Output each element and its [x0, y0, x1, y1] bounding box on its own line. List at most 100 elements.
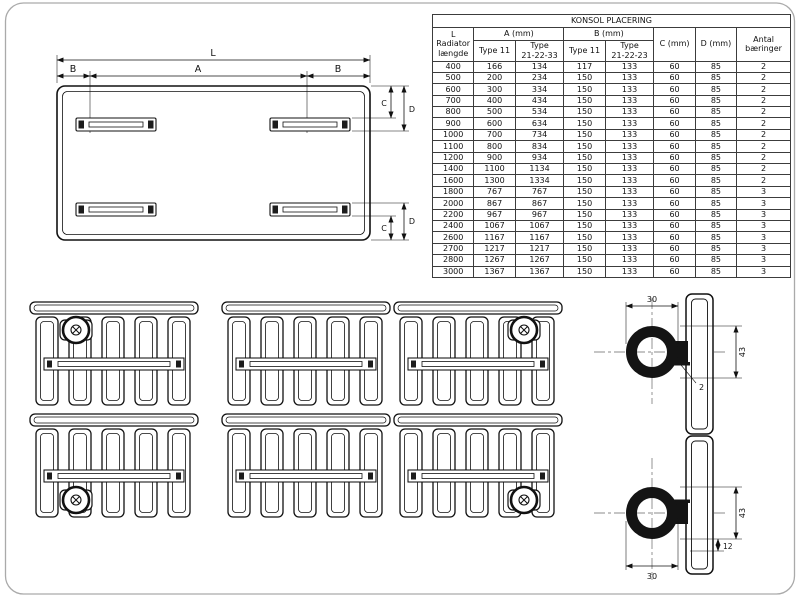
table-cell: 2200: [431, 208, 475, 221]
table-cell: 85: [694, 242, 738, 256]
wall-clip-bottom-right: [506, 485, 542, 515]
table-cell: 2600: [431, 231, 475, 244]
clamp-ring: [626, 487, 678, 539]
table-cell: 150: [563, 151, 606, 165]
table-cell: 150: [563, 219, 606, 233]
table-cell: 2700: [431, 242, 475, 256]
table-cell: 85: [694, 174, 738, 187]
table-cell: 133: [604, 151, 655, 165]
table-cell: 300: [473, 83, 516, 96]
col-header-b-type-21-22-23: Type 21-22-23: [604, 40, 655, 62]
table-cell: 133: [604, 128, 655, 142]
table-cell: 1300: [473, 174, 516, 187]
table-cell: 1167: [514, 231, 565, 244]
leader-line-lip: [680, 364, 697, 384]
table-cell: 85: [694, 265, 738, 278]
centerlines: [594, 458, 728, 580]
table-cell: 133: [604, 197, 655, 210]
table-cell: 1067: [514, 219, 565, 233]
table-cell: 534: [514, 106, 565, 119]
table-cell: 3: [736, 185, 791, 199]
table-cell: 400: [431, 60, 475, 73]
radiator-section-left: [30, 302, 198, 517]
col-group-a-mm: A (mm): [473, 27, 565, 41]
table-cell: 3: [736, 265, 791, 278]
table-cell: 133: [604, 185, 655, 199]
table-cell: 60: [653, 162, 696, 176]
centerlines: [594, 298, 728, 404]
col-header-a-type-11: Type 11: [473, 40, 516, 62]
table-cell: 1400: [431, 162, 475, 176]
table-cell: 800: [473, 140, 516, 153]
table-cell: 500: [431, 71, 475, 85]
table-cell: 1267: [514, 254, 565, 267]
table-cell: 1134: [514, 162, 565, 176]
bracket-detail-bottom: 30 43 12: [594, 435, 747, 581]
table-cell: 2: [736, 106, 791, 119]
wall-clip-top-left: [58, 315, 94, 345]
table-cell: 150: [563, 162, 606, 176]
dim-label-l: L: [210, 48, 216, 59]
table-cell: 434: [514, 94, 565, 108]
table-cell: 2: [736, 151, 791, 165]
table-cell: 60: [653, 219, 696, 233]
table-cell: 2400: [431, 219, 475, 233]
table-cell: 85: [694, 60, 738, 73]
table-cell: 734: [514, 128, 565, 142]
table-cell: 85: [694, 117, 738, 130]
table-cell: 133: [604, 174, 655, 187]
table-cell: 150: [563, 94, 606, 108]
table-cell: 166: [473, 60, 516, 73]
table-cell: 133: [604, 208, 655, 221]
table-cell: 967: [473, 208, 516, 221]
col-header-a-type-21-22-33: Type 21-22-33: [514, 40, 565, 62]
table-cell: 2800: [431, 254, 475, 267]
dim-label-d-bottom: D: [409, 217, 415, 226]
table-cell: 600: [431, 83, 475, 96]
table-cell: 334: [514, 83, 565, 96]
table-cell: 60: [653, 242, 696, 256]
table-cell: 117: [563, 60, 606, 73]
table-cell: 1167: [473, 231, 516, 244]
table-cell: 767: [473, 185, 516, 199]
table-cell: 133: [604, 117, 655, 130]
table-cell: 150: [563, 265, 606, 278]
table-cell: 2: [736, 83, 791, 96]
table-cell: 60: [653, 83, 696, 96]
table-cell: 3: [736, 197, 791, 210]
table-title-row: KONSOL PLACERING: [432, 14, 791, 28]
table-cell: 2: [736, 117, 791, 130]
table-cell: 150: [563, 106, 606, 119]
table-cell: 2000: [431, 197, 475, 210]
table-cell: 1200: [431, 151, 475, 165]
table-cell: 3000: [431, 265, 475, 278]
mounting-bracket-bottom-left: [75, 202, 157, 217]
table-cell: 60: [653, 60, 696, 73]
col-header-antal-baeringer: Antal bæringer: [736, 27, 791, 62]
table-cell: 85: [694, 140, 738, 153]
extension-lines: [625, 486, 742, 570]
table-cell: 1367: [514, 265, 565, 278]
table-cell: 1267: [473, 254, 516, 267]
table-cell: 767: [514, 185, 565, 199]
table-cell: 60: [653, 254, 696, 267]
table-cell: 150: [563, 208, 606, 221]
table-cell: 150: [563, 140, 606, 153]
table-cell: 133: [604, 242, 655, 256]
dim-label-clamp-width: 30: [647, 295, 657, 304]
clamp-ring: [626, 326, 678, 378]
table-cell: 600: [473, 117, 516, 130]
table-cell: 150: [563, 83, 606, 96]
table-cell: 150: [563, 242, 606, 256]
dim-label-clamp-width: 30: [647, 572, 657, 581]
bracket-detail-top: 30 43 2: [594, 293, 747, 435]
table-cell: 1600: [431, 174, 475, 187]
table-cell: 60: [653, 117, 696, 130]
